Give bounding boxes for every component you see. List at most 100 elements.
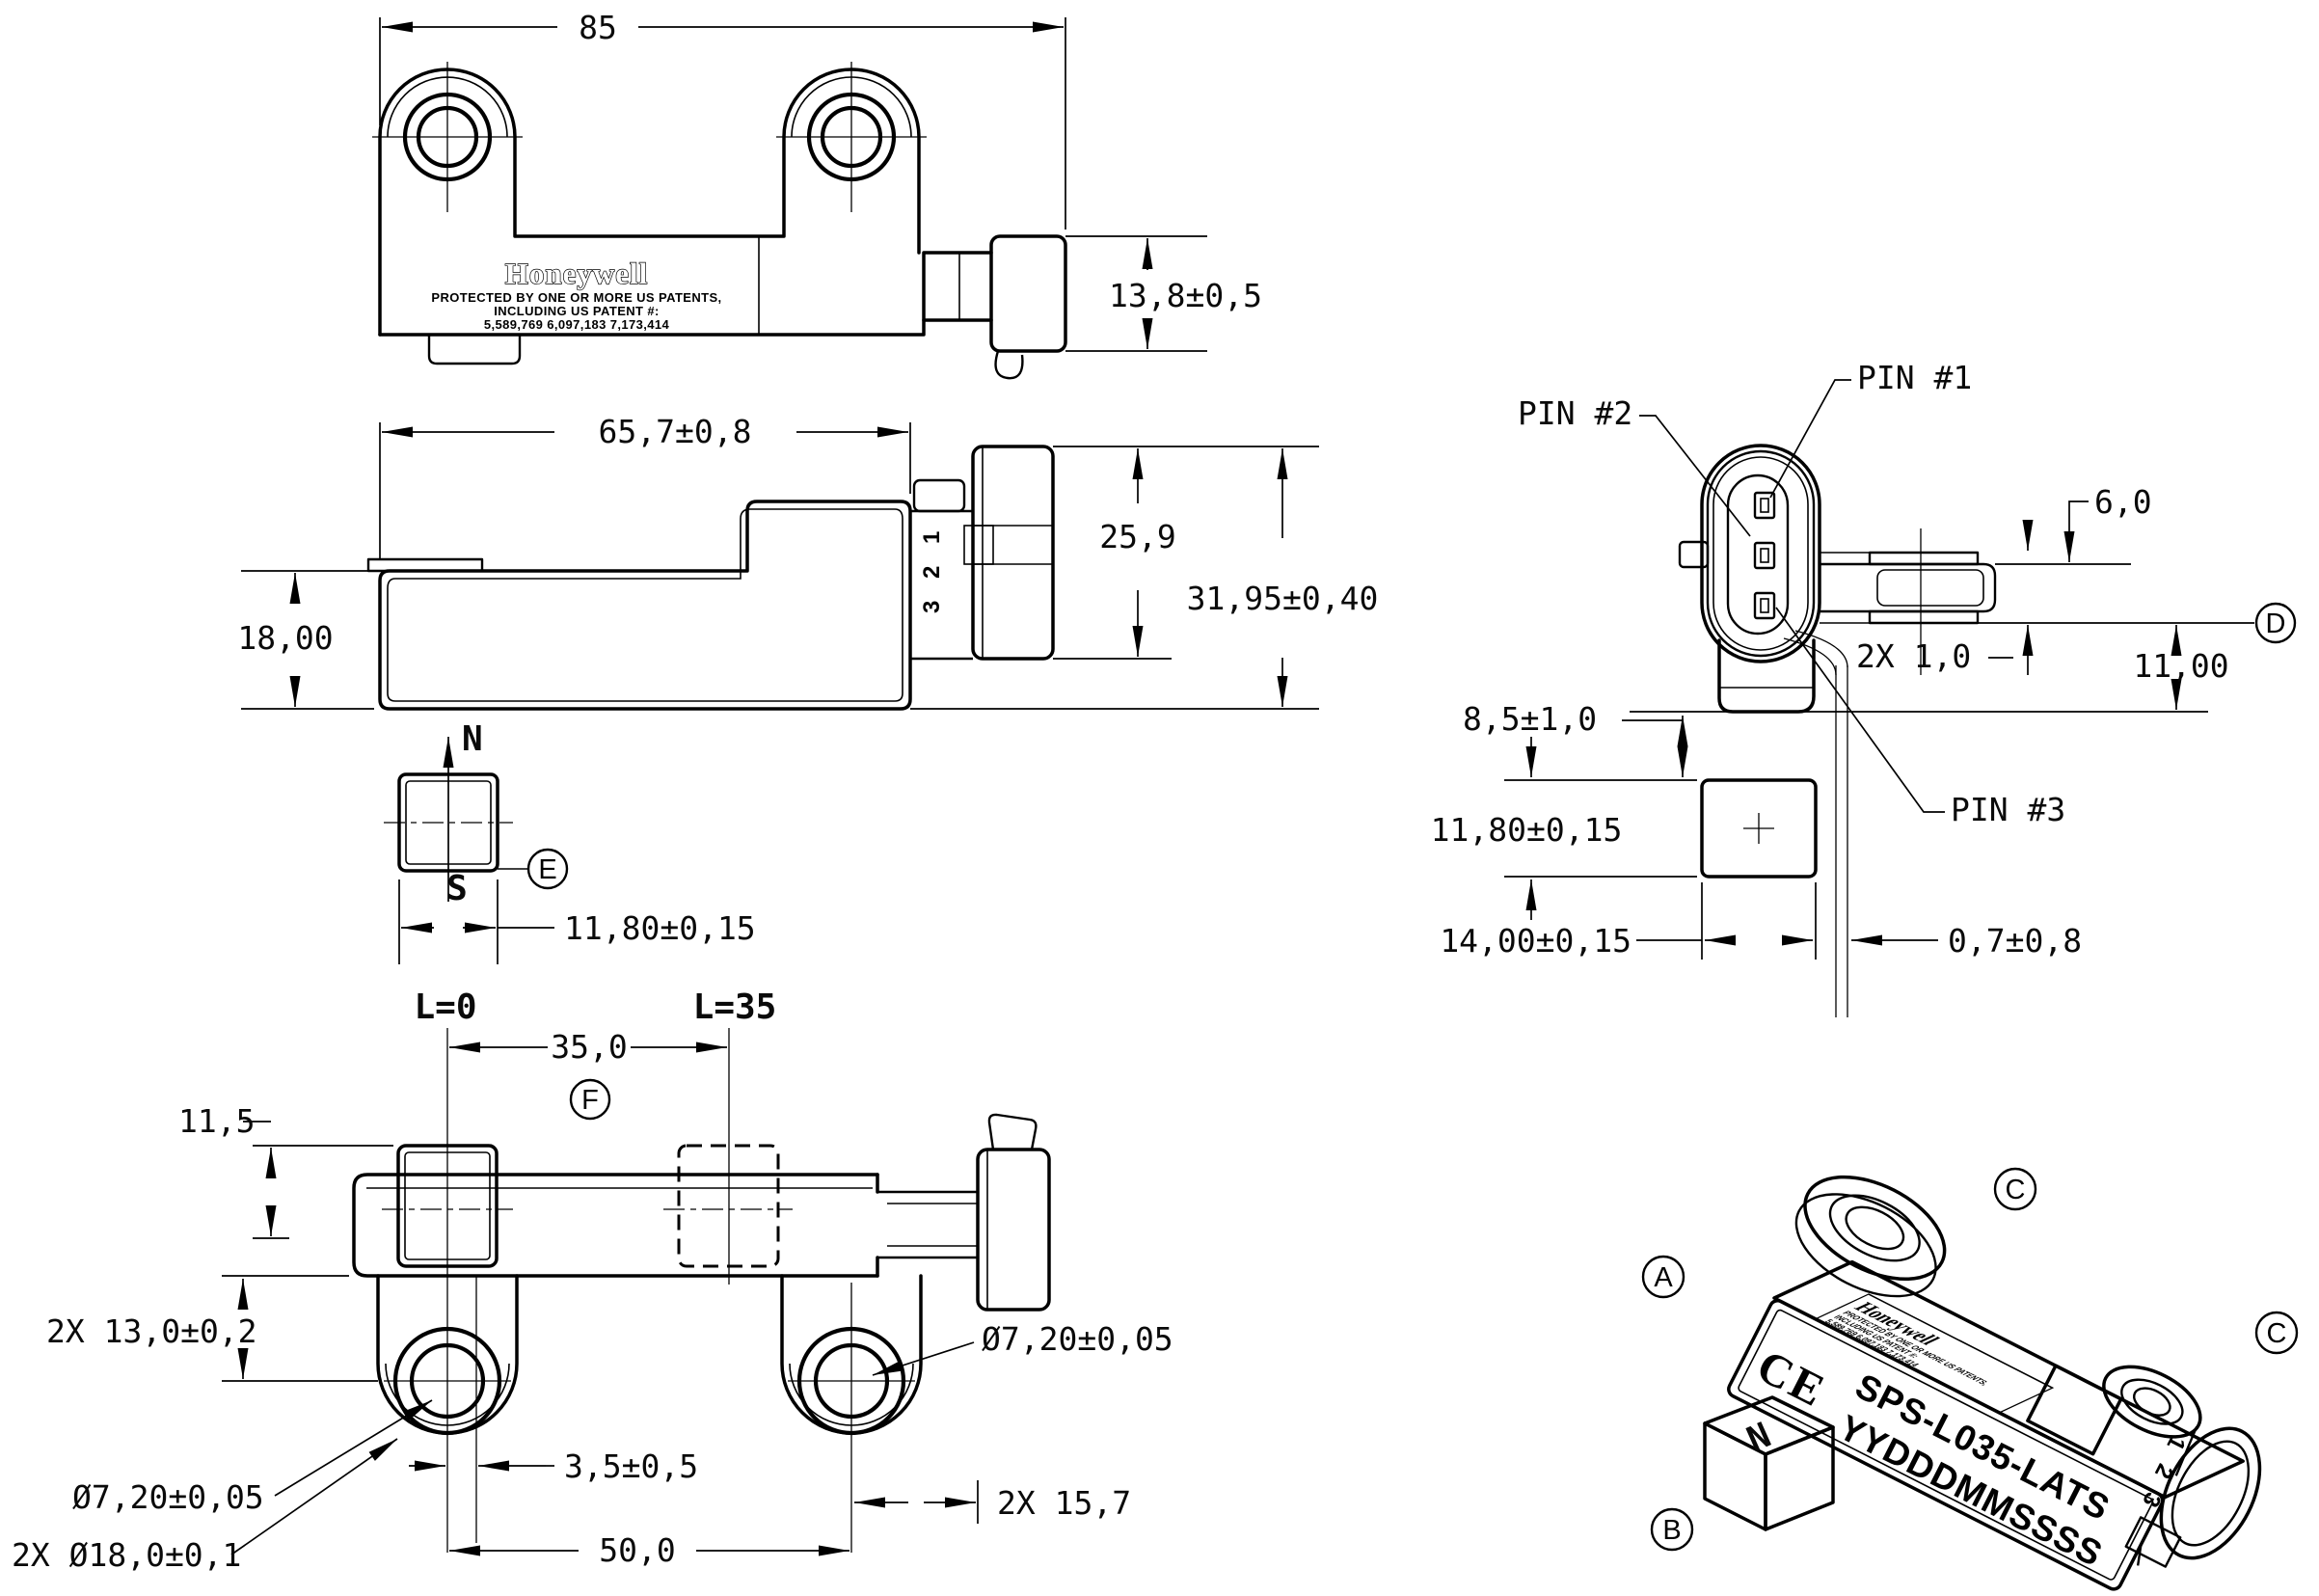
pin2-label: PIN #2 xyxy=(1518,394,1632,432)
end-body xyxy=(1717,630,1848,1017)
balloon-b-text: B xyxy=(1662,1515,1681,1546)
iso-connector-latch xyxy=(2124,1516,2182,1568)
dim-ear-dia: 2X Ø18,0±0,1 xyxy=(12,1438,398,1574)
dim-step-6-0: 6,0 xyxy=(1995,483,2152,565)
dim-magnet-depth-11-5: 11,5 xyxy=(178,1102,393,1239)
balloon-d xyxy=(2254,602,2297,644)
balloon-f-text: F xyxy=(581,1085,599,1116)
balloon-c-side xyxy=(2254,1311,2299,1355)
dim-8-5-text: 8,5±1,0 xyxy=(1463,700,1597,738)
dim-11-80-side-text: 11,80±0,15 xyxy=(564,909,756,947)
dim-gap-8-5: 8,5±1,0 xyxy=(1463,700,1688,777)
iso-view: Honeywell PROTECTED BY ONE OR MORE US PA… xyxy=(1641,1167,2299,1591)
iso-magnet-cube: N xyxy=(1703,1395,1835,1531)
dim-2x13-text: 2X 13,0±0,2 xyxy=(46,1312,257,1350)
top-mounting-hole-left xyxy=(372,62,523,212)
pin1-leader xyxy=(1769,379,1851,499)
bottom-connector-cap xyxy=(976,1148,1051,1312)
dim-6-0-text: 6,0 xyxy=(2094,483,2152,521)
dim-31-95-text: 31,95±0,40 xyxy=(1187,580,1379,617)
balloon-c-side-text: C xyxy=(2267,1318,2287,1349)
balloon-b xyxy=(1650,1507,1694,1552)
dim-35-0-text: 35,0 xyxy=(551,1028,627,1066)
side-top-plate xyxy=(366,557,484,573)
bottom-body xyxy=(352,1113,1051,1312)
magnet-at-L35 xyxy=(663,1144,793,1268)
dim-sense-offset: 3,5±0,5 xyxy=(409,1447,698,1485)
dim-d7-left-text: Ø7,20±0,05 xyxy=(72,1478,264,1516)
end-view: PIN #1 PIN #2 PIN #3 6,0 D 2X 1,0 11,00 xyxy=(1431,359,2297,1017)
balloon-d-text: D xyxy=(2266,609,2286,639)
dim-connector-height: 13,8±0,5 xyxy=(1065,235,1262,352)
iso-top-label: Honeywell PROTECTED BY ONE OR MORE US PA… xyxy=(1814,1293,2055,1414)
top-connector-fin xyxy=(994,350,1024,380)
pos-L0-label: L=0 xyxy=(414,987,476,1027)
dim-terminal-2x1: 2X 1,0 xyxy=(1856,520,2034,675)
dim-2x15-7-text: 2X 15,7 xyxy=(997,1484,1131,1522)
side-view: 3 2 1 65,7±0,8 18,00 25,9 31,95±0,40 xyxy=(237,413,1378,964)
dim-hole-dia-left: Ø7,20±0,05 xyxy=(72,1399,433,1516)
dim-magnet-width-side: 11,80±0,15 xyxy=(398,879,756,964)
top-bottom-tab xyxy=(427,335,522,365)
iso-pin-2: 2 xyxy=(2149,1460,2178,1483)
end-side-tab xyxy=(1678,540,1710,569)
dim-overall-height: 31,95±0,40 xyxy=(910,448,1379,710)
dim-13-8-text: 13,8±0,5 xyxy=(1109,277,1262,314)
iso-body: Honeywell PROTECTED BY ONE OR MORE US PA… xyxy=(1727,1175,2262,1591)
datum-d: D xyxy=(1978,602,2297,644)
pin1-label: PIN #1 xyxy=(1857,359,1972,396)
top-view: Honeywell PROTECTED BY ONE OR MORE US PA… xyxy=(372,9,1262,380)
dim-11-5-text: 11,5 xyxy=(178,1102,255,1140)
end-connector-oval xyxy=(1678,444,1821,663)
patent-text-3: 5,589,769 6,097,183 7,173,414 xyxy=(484,317,670,332)
top-label: Honeywell PROTECTED BY ONE OR MORE US PA… xyxy=(431,256,721,332)
dim-height-11: 11,00 xyxy=(1630,625,2229,713)
balloon-a-text: A xyxy=(1654,1262,1673,1293)
dim-2xd18-text: 2X Ø18,0±0,1 xyxy=(12,1536,241,1574)
top-view-part-outline xyxy=(378,68,1067,380)
dim-connector-od: 25,9 xyxy=(1053,446,1319,660)
dim-hole-offset-13: 2X 13,0±0,2 xyxy=(46,1275,378,1382)
pin3-leader xyxy=(1775,607,1945,813)
dim-18-00-text: 18,00 xyxy=(237,619,333,657)
patent-text-2: INCLUDING US PATENT #: xyxy=(494,304,660,318)
iso-magnet-n-label: N xyxy=(1741,1416,1776,1460)
dim-25-9-text: 25,9 xyxy=(1099,518,1175,555)
bottom-connector-fin xyxy=(987,1113,1038,1150)
dim-body-length: 65,7±0,8 xyxy=(379,413,911,559)
dim-hole-dia-right: Ø7,20±0,05 xyxy=(872,1320,1173,1376)
dim-d7-right-text: Ø7,20±0,05 xyxy=(982,1320,1173,1358)
dim-14-00-text: 14,00±0,15 xyxy=(1440,922,1631,960)
top-mounting-hole-right xyxy=(776,62,927,212)
ear-right xyxy=(780,1274,923,1553)
balloon-c-top xyxy=(1993,1167,2037,1211)
side-pin-order: 3 2 1 xyxy=(919,524,945,613)
dim-body-height: 18,00 xyxy=(237,570,374,710)
dim-0-7-text: 0,7±0,8 xyxy=(1948,922,2082,960)
dim-3-5-text: 3,5±0,5 xyxy=(564,1447,698,1485)
dim-hole-span-50: 50,0 xyxy=(449,1531,849,1569)
magnet-side-view: N S E xyxy=(384,719,569,908)
balloon-e xyxy=(526,848,569,890)
iso-notch xyxy=(2026,1364,2123,1456)
magnet-end-view xyxy=(1700,778,1818,879)
balloon-c-top-text: C xyxy=(2006,1175,2026,1205)
dim-50-0-text: 50,0 xyxy=(599,1531,675,1569)
iso-rear-boss xyxy=(2102,1365,2202,1439)
dim-2x1-text: 2X 1,0 xyxy=(1856,637,1971,675)
balloon-f xyxy=(569,1078,611,1121)
dim-magnet-height-end: 11,80±0,15 xyxy=(1431,737,1697,920)
end-pin-2 xyxy=(1753,541,1776,570)
balloon-e-text: E xyxy=(538,854,556,885)
ear-left xyxy=(376,1274,519,1436)
dim-overall-length: 85 xyxy=(379,9,1066,230)
end-stem xyxy=(1820,528,1997,675)
side-view-part-outline: 3 2 1 xyxy=(366,445,1055,711)
patent-text-1: PROTECTED BY ONE OR MORE US PATENTS, xyxy=(431,290,721,305)
dim-11-80-end-text: 11,80±0,15 xyxy=(1431,811,1623,849)
magnet-n-label: N xyxy=(462,719,483,759)
dim-offset-0-7: 0,7±0,8 xyxy=(1851,922,2082,960)
bottom-view: L=0 L=35 35,0 F 11,5 xyxy=(12,987,1173,1574)
dim-travel-35: 35,0 xyxy=(449,1028,727,1066)
